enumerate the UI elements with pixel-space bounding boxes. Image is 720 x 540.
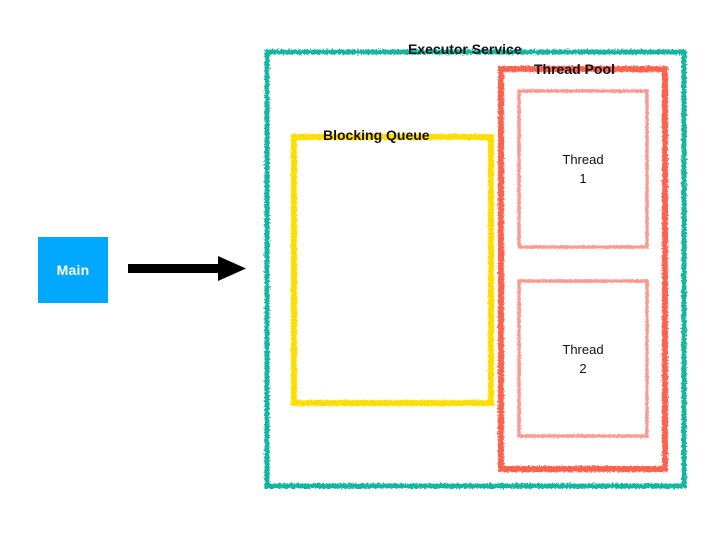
thread-1-label: Thread 1 (562, 152, 604, 186)
thread-2-border (517, 279, 649, 438)
main-to-executor-arrow (128, 252, 248, 286)
thread-2-label: Thread 2 (562, 342, 604, 376)
node-thread-pool[interactable] (497, 65, 669, 473)
blocking-queue-title: Blocking Queue (323, 127, 430, 143)
node-blocking-queue[interactable] (290, 133, 495, 407)
node-main-label: Main (56, 262, 90, 278)
thread-pool-border (498, 66, 668, 472)
blocking-queue-border (291, 134, 494, 406)
executor-service-title: Executor Service (408, 41, 522, 57)
arrow-icon (128, 256, 246, 281)
thread-1-border (517, 89, 649, 249)
node-thread-1[interactable] (516, 88, 650, 250)
node-main[interactable]: Main (38, 237, 108, 303)
node-thread-2[interactable] (516, 278, 650, 439)
node-executor-service[interactable] (263, 48, 688, 490)
thread-pool-title: Thread Pool (534, 61, 615, 77)
executor-service-border (264, 49, 687, 489)
